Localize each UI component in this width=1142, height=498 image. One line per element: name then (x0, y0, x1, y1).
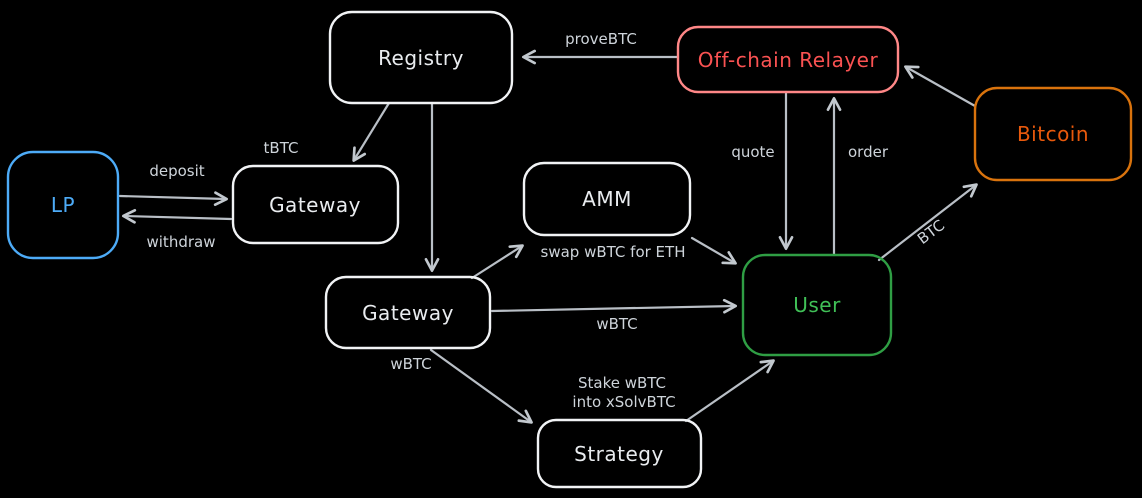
edge-wbtc-gateway-to-user[interactable] (490, 298, 738, 314)
edge-label-wbtc-strategy: wBTC (390, 355, 431, 373)
node-registry-box[interactable] (328, 10, 514, 105)
edge-label-wbtc-user: wBTC (596, 315, 637, 333)
node-lp[interactable]: LP (6, 150, 120, 260)
node-bitcoin[interactable]: Bitcoin (973, 86, 1133, 182)
node-amm-label: AMM (582, 187, 632, 211)
edge-withdraw-gateway-to-lp[interactable] (121, 208, 233, 224)
node-gateway-mid[interactable]: Gateway (324, 275, 492, 350)
node-user[interactable]: User (741, 253, 893, 357)
node-gateway-top[interactable]: Gateway (231, 164, 400, 245)
node-amm-box[interactable] (522, 161, 692, 237)
node-registry[interactable]: Registry (328, 10, 514, 105)
edge-label-tbtc: tBTC (264, 139, 299, 157)
node-registry-label: Registry (378, 46, 464, 70)
node-gateway-mid-box[interactable] (324, 275, 492, 350)
edge-deposit-lp-to-gateway[interactable] (118, 191, 229, 207)
edge-amm-to-user[interactable] (690, 236, 737, 265)
edge-gateway-mid-to-strategy[interactable] (429, 348, 533, 424)
edge-btc-user-to-bitcoin[interactable] (877, 183, 978, 262)
edge-label-withdraw: withdraw (147, 233, 216, 251)
edge-gateway-mid-to-amm[interactable] (470, 244, 524, 280)
edge-label-btc: BTC (914, 216, 948, 248)
edges (118, 49, 978, 424)
node-strategy[interactable]: Strategy (536, 418, 703, 489)
edge-label-order: order (848, 143, 889, 161)
edge-label-stake-line2: into xSolvBTC (572, 393, 675, 411)
node-gateway-mid-label: Gateway (362, 301, 454, 325)
edge-label-swap: swap wBTC for ETH (541, 243, 686, 261)
node-amm[interactable]: AMM (522, 161, 692, 237)
node-lp-box[interactable] (6, 150, 120, 260)
node-lp-label: LP (51, 193, 75, 217)
node-bitcoin-label: Bitcoin (1017, 122, 1089, 146)
node-offchain-relayer[interactable]: Off-chain Relayer (676, 25, 900, 94)
node-user-label: User (793, 293, 841, 317)
node-relayer-label: Off-chain Relayer (698, 48, 879, 72)
edge-strategy-to-user[interactable] (684, 359, 775, 423)
nodes: Registry Off-chain Relayer Bitcoin LP Ga… (6, 10, 1133, 489)
node-user-box[interactable] (741, 253, 893, 357)
node-gateway-top-label: Gateway (269, 193, 361, 217)
node-bitcoin-box[interactable] (973, 86, 1133, 182)
edge-labels: proveBTC tBTC deposit withdraw swap wBTC… (147, 30, 949, 411)
edge-bitcoin-to-relayer[interactable] (904, 65, 977, 108)
edge-label-provebtc: proveBTC (565, 30, 637, 48)
node-relayer-box[interactable] (676, 25, 900, 94)
edge-registry-to-gateway-top[interactable] (352, 101, 391, 162)
edge-label-deposit: deposit (149, 162, 204, 180)
node-strategy-box[interactable] (536, 418, 703, 489)
edge-label-stake-line1: Stake wBTC (578, 374, 666, 392)
node-gateway-top-box[interactable] (231, 164, 400, 245)
edge-label-quote: quote (731, 143, 774, 161)
node-strategy-label: Strategy (574, 442, 664, 466)
